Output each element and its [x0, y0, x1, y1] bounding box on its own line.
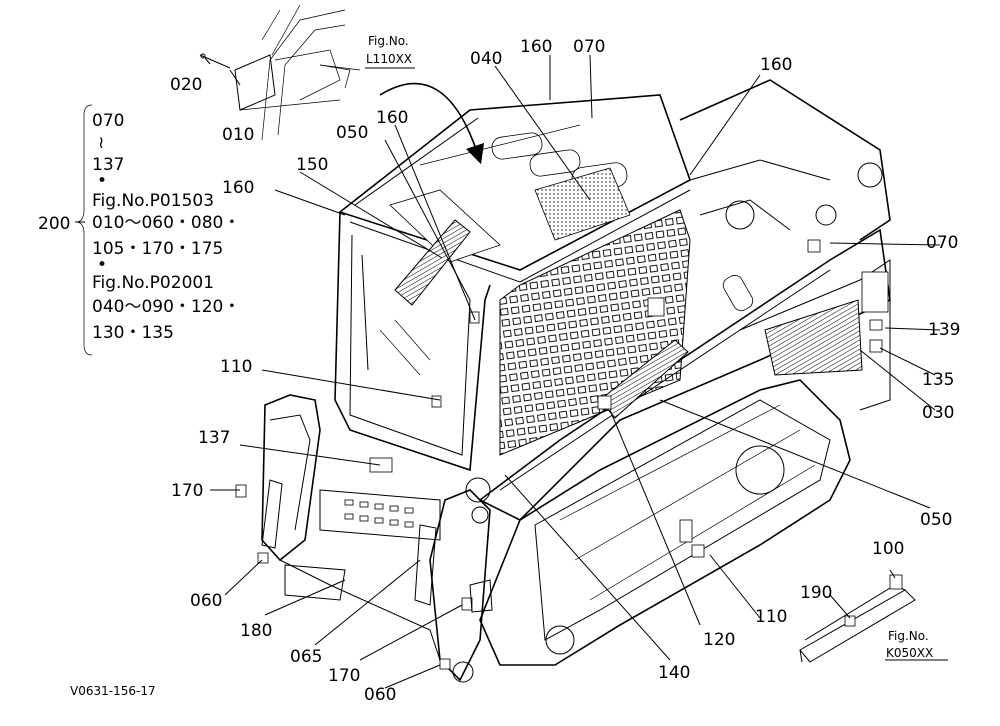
callout-050-top: 050 [336, 123, 368, 143]
callout-060-left: 060 [190, 591, 222, 611]
callout-160-cab: 160 [376, 108, 408, 128]
set-list-line-7: 105・170・175 [92, 239, 223, 259]
callout-020: 020 [170, 75, 202, 95]
callout-100: 100 [872, 539, 904, 559]
set-list-line-4: • [97, 171, 107, 191]
set-list-line-2: ≀ [98, 133, 104, 153]
callout-060-bottom: 060 [364, 685, 396, 705]
fig-ref-top-line1: Fig.No. [368, 34, 409, 48]
callout-110-cab: 110 [220, 357, 252, 377]
callout-120: 120 [703, 630, 735, 650]
inset-bracket-detail [799, 574, 916, 663]
track-assembly [479, 379, 851, 666]
set-list-line-6: 010～060・080・ [92, 213, 240, 233]
side-sticker-030 [764, 299, 863, 376]
callout-137: 137 [198, 428, 230, 448]
set-list: 070 ≀ 137 • Fig.No.P01503 010～060・080・ 1… [92, 111, 240, 343]
callout-160-left: 160 [222, 178, 254, 198]
leader-lines [75, 54, 948, 689]
set-list-line-9: Fig.No.P02001 [92, 273, 214, 293]
step-holes [344, 499, 414, 528]
fig-ref-bottom-line1: Fig.No. [888, 629, 929, 643]
set-list-line-3: 137 [92, 155, 124, 175]
callout-170-left: 170 [171, 481, 203, 501]
fig-ref-top-line2: L110XX [366, 52, 412, 66]
set-list-line-5: Fig.No.P01503 [92, 191, 214, 211]
callout-050-arm: 050 [920, 510, 952, 530]
callout-139: 139 [928, 320, 960, 340]
callout-040: 040 [470, 49, 502, 69]
callout-010: 010 [222, 125, 254, 145]
set-list-brace [75, 104, 93, 356]
arm-sticker-050 [599, 339, 689, 419]
cab-roof [338, 94, 691, 271]
loader-arm-right [429, 489, 491, 682]
set-list-line-11: 130・135 [92, 323, 174, 343]
callout-170-bottom: 170 [328, 666, 360, 686]
callout-190: 190 [800, 583, 832, 603]
callout-135: 135 [922, 370, 954, 390]
window-sticker-150 [394, 219, 471, 306]
callout-030: 030 [922, 403, 954, 423]
set-list-line-8: • [97, 255, 107, 275]
callout-160-roof: 160 [520, 37, 552, 57]
figure-references: Fig.No. L110XX Fig.No. K050XX [366, 34, 933, 660]
loader-arm-left [261, 394, 321, 562]
callout-070-roof: 070 [573, 37, 605, 57]
callout-labels: 020 010 050 160 040 160 070 160 150 160 … [38, 37, 960, 705]
set-list-line-10: 040～090・120・ [92, 297, 240, 317]
machine-illustration [235, 79, 891, 683]
move-arrow [379, 82, 485, 165]
cab-front-frame [334, 211, 491, 472]
drawing-code: V0631-156-17 [70, 684, 156, 698]
fig-ref-bottom-line2: K050XX [886, 646, 933, 660]
callout-150: 150 [296, 155, 328, 175]
side-mesh-window [499, 209, 691, 456]
callout-110-track: 110 [755, 607, 787, 627]
callout-160-rear: 160 [760, 55, 792, 75]
set-list-line-1: 070 [92, 111, 124, 131]
inset-cab-detail [199, 4, 351, 141]
roof-sticker-040 [534, 167, 631, 241]
callout-200: 200 [38, 214, 70, 234]
callout-065: 065 [290, 647, 322, 667]
callout-140: 140 [658, 663, 690, 683]
callout-180: 180 [240, 621, 272, 641]
callout-070-side: 070 [926, 233, 958, 253]
